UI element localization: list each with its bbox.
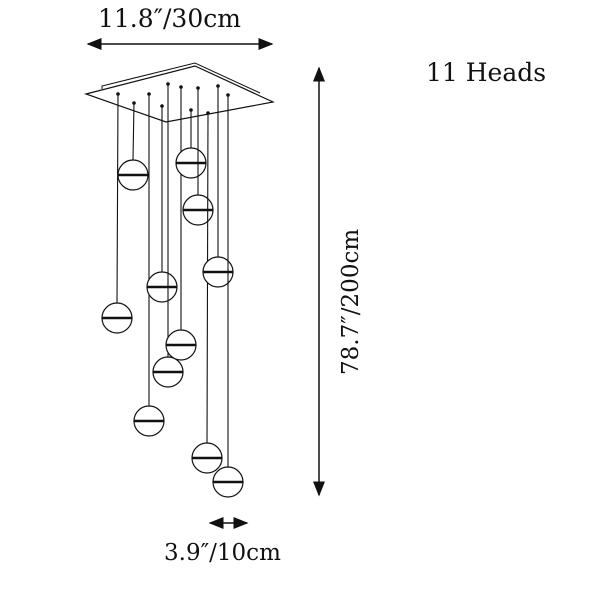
pendants [101,82,244,498]
pendant-head [202,84,234,288]
pendant-head [146,104,178,303]
pendant-head [165,85,197,361]
pendant-head [152,82,184,388]
pendant-head [117,101,149,191]
pendant-head [212,93,244,498]
ball-diameter-label: 3.9″/10cm [164,540,281,566]
canopy [83,62,275,123]
pendant-head [182,86,214,226]
pendant-head [101,92,133,334]
heads-count-label: 11 Heads [426,58,547,87]
pendant-head [133,92,165,437]
width-label: 11.8″/30cm [98,4,241,33]
height-label: 78.7″/200cm [338,228,364,375]
